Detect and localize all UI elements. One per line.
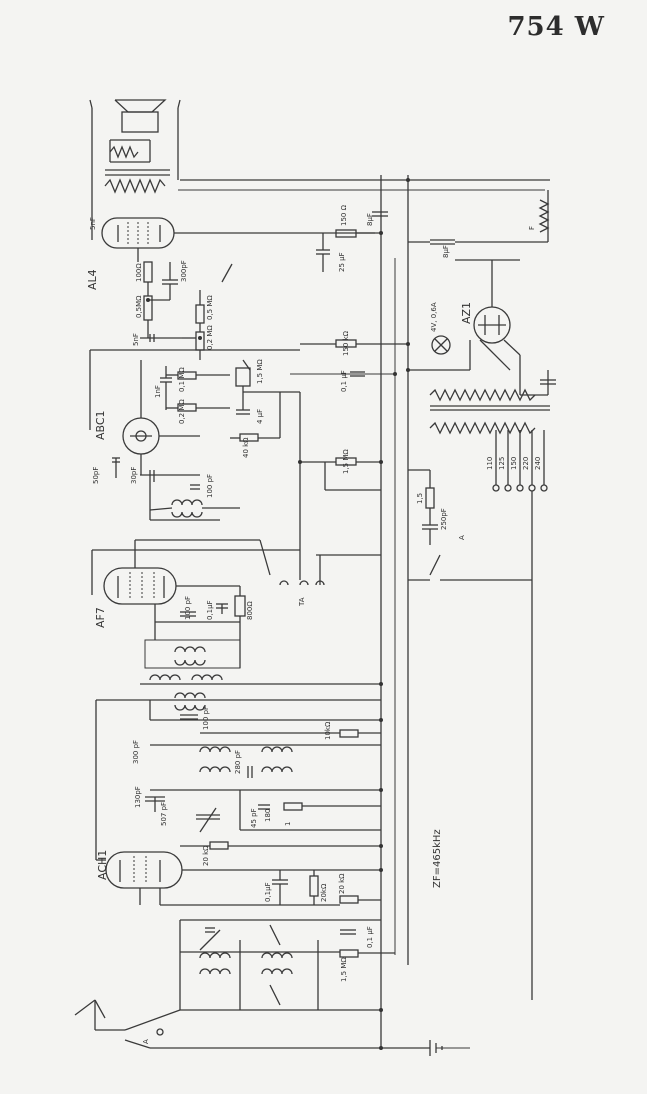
c-8uf-label: 8μF	[366, 213, 374, 226]
pot-15mohm-label: 1,5 MΩ	[256, 359, 264, 384]
jack-label-a: A	[142, 1039, 150, 1044]
tube-label-af7: AF7	[94, 607, 107, 628]
r-15mohm-label: 1,5 MΩ	[342, 449, 350, 474]
tube-al4	[101, 217, 381, 262]
tube-label-az1: AZ1	[460, 302, 473, 324]
if-frequency-note: ZF=465kHz	[432, 829, 443, 888]
r-02mohm-label: 0,2 MΩ	[206, 325, 214, 350]
c-180pf-label: 180	[264, 809, 272, 822]
tube-af7	[91, 539, 300, 605]
c-01uf-b-label: 0,1μF	[264, 882, 272, 902]
al4-grid-network	[140, 261, 182, 342]
r-02mohm-b-label: 0,2 MΩ	[178, 399, 186, 424]
r-20kohm-b-label: 20kΩ	[320, 883, 328, 902]
tap-label-110: 110	[486, 457, 494, 470]
c-300pf-label: 300 pF	[132, 740, 140, 764]
tube-abc1	[89, 349, 300, 475]
tap-label-150: 150	[510, 457, 518, 470]
r-al4-grid-stop-label: 100Ω	[135, 263, 143, 282]
r-10kohm-label: 10kΩ	[324, 721, 332, 740]
tap-label-125: 125	[498, 457, 506, 470]
abc1-network	[160, 359, 301, 505]
tap-label-240: 240	[534, 457, 542, 470]
power-supply	[408, 190, 556, 1000]
c-al4-screen-label: 5nF	[89, 217, 97, 230]
c-45pf-label: 45 pF	[250, 808, 258, 828]
r-01mohm-label: 0,1 MΩ	[178, 367, 186, 392]
c-507pf-label: 507 pF	[160, 802, 168, 826]
oscillator-section	[145, 729, 381, 850]
loudspeaker	[89, 99, 181, 240]
r-20kohm-c-label: 20 kΩ	[338, 873, 346, 894]
c-8uf-filter-label: 8μF	[442, 245, 450, 258]
c-100pf-if-label: 100 pF	[206, 474, 214, 498]
r-1-label: 1	[284, 822, 292, 826]
switch-al4	[221, 263, 233, 283]
c-1nf-label: 1nF	[154, 385, 162, 398]
c-130pf-label: 130pF	[134, 786, 142, 808]
r-40kohm-label: 40 kΩ	[242, 437, 250, 458]
r-15mohm-b-label: 1,5 MΩ	[340, 957, 348, 982]
c-30pf-label: 30pF	[130, 467, 138, 484]
c-50pf-label: 50pF	[92, 467, 100, 484]
jack-group	[259, 505, 381, 586]
c-01uf-label: 0,1 μF	[340, 370, 348, 392]
r-150kohm-label: 150 kΩ	[342, 330, 350, 356]
r-800ohm-label: 800Ω	[246, 601, 254, 620]
tube-ach1	[95, 700, 381, 905]
lamp-label: 4V, 0,6A	[430, 302, 438, 332]
tube-label-ach1: ACH1	[96, 850, 109, 880]
r-150ohm-top-label: 150 Ω	[340, 204, 348, 226]
c-01uf-c-label: 0,1 μF	[366, 926, 374, 948]
fuse-label: 1,5	[416, 493, 424, 504]
if-transformer-1	[112, 457, 381, 521]
input-circuit	[179, 919, 395, 1011]
output-transformer	[104, 169, 170, 194]
resistor-column-af	[182, 290, 205, 360]
junction-dots	[146, 178, 410, 1050]
tap-label-220: 220	[522, 457, 530, 470]
supply-filter	[290, 211, 408, 377]
r-05mohm-label: 0,5 MΩ	[206, 295, 214, 320]
jack-label-ta: TA	[298, 597, 306, 607]
fuse-main-label: F	[528, 226, 536, 230]
c-coupling-label: 5nF	[132, 333, 140, 346]
ach1-network	[160, 870, 381, 906]
c-01uf-af7-label: 0,1μF	[206, 600, 214, 620]
if-transformer-2	[96, 639, 381, 721]
c-250pf-label: 250pF	[440, 508, 448, 530]
c-280pf-label: 280 pF	[234, 750, 242, 774]
r-20kohm-label: 20 kΩ	[202, 845, 210, 866]
c-al4-cathode-label: 300pF	[180, 260, 188, 282]
c-100pf-af7-label: 100 pF	[184, 596, 192, 620]
r-al4-grid-label: 0,5MΩ	[135, 295, 143, 318]
c-100pf-b-label: 100 pF	[202, 706, 210, 730]
c-4uf-label: 4 μF	[256, 409, 264, 424]
antenna	[74, 999, 181, 1049]
af7-network	[154, 586, 246, 668]
model-title: 754 W	[507, 12, 605, 42]
tube-label-abc1: ABC1	[94, 410, 107, 440]
jack-label-a2: A	[458, 535, 466, 540]
tube-label-al4: AL4	[86, 269, 99, 290]
c-25uf-label: 25 μF	[338, 252, 346, 272]
